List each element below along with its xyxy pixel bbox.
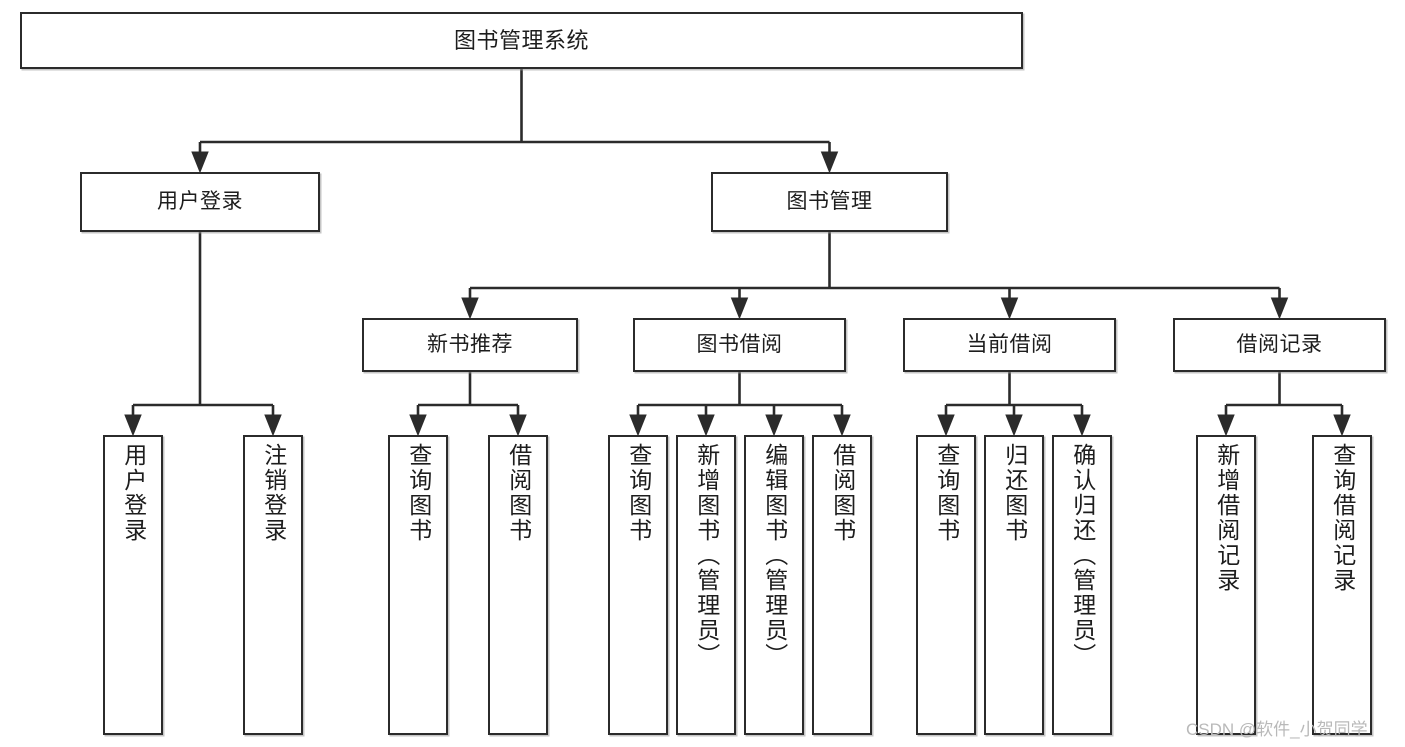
node-label: 用户登录 [120,443,147,543]
node-label: 当前借阅 [966,332,1053,356]
node-new-book-recommend[interactable]: 新书推荐 [362,318,578,372]
node-label: 归还图书 [1001,443,1028,543]
node-borrow-record[interactable]: 借阅记录 [1173,318,1386,372]
leaf-confirm-return[interactable]: 确认归还（管理员） [1052,435,1112,735]
node-user-login[interactable]: 用户登录 [80,172,320,232]
node-label: 借阅记录 [1236,332,1323,356]
node-label: 图书管理 [786,189,873,213]
node-label: 编辑图书（管理员） [761,443,788,668]
node-label: 新书推荐 [427,332,513,356]
node-label: 查询图书 [625,443,652,543]
leaf-borrow-book-2[interactable]: 借阅图书 [812,435,872,735]
leaf-borrow-book-1[interactable]: 借阅图书 [488,435,548,735]
leaf-add-book[interactable]: 新增图书（管理员） [676,435,736,735]
node-label: 注销登录 [260,443,287,543]
leaf-return-book[interactable]: 归还图书 [984,435,1044,735]
node-label: 用户登录 [157,189,243,213]
node-book-manage[interactable]: 图书管理 [711,172,948,232]
leaf-query-book-1[interactable]: 查询图书 [388,435,448,735]
watermark: CSDN @软件_小贺同学 [1186,720,1368,739]
node-label: 借阅图书 [829,443,856,543]
node-label: 图书借阅 [696,332,783,356]
node-label: 查询图书 [933,443,960,543]
leaf-user-logout[interactable]: 注销登录 [243,435,303,735]
leaf-edit-book[interactable]: 编辑图书（管理员） [744,435,804,735]
leaf-user-login[interactable]: 用户登录 [103,435,163,735]
leaf-add-borrow-record[interactable]: 新增借阅记录 [1196,435,1256,735]
node-label: 确认归还（管理员） [1069,443,1096,668]
node-label: 新增借阅记录 [1213,443,1240,593]
node-label: 查询图书 [405,443,432,543]
node-label: 查询借阅记录 [1329,443,1356,593]
leaf-query-borrow-record[interactable]: 查询借阅记录 [1312,435,1372,735]
node-book-borrow[interactable]: 图书借阅 [633,318,846,372]
leaf-query-book-2[interactable]: 查询图书 [608,435,668,735]
node-label: 图书管理系统 [453,27,589,53]
leaf-query-book-3[interactable]: 查询图书 [916,435,976,735]
node-label: 新增图书（管理员） [693,443,720,668]
node-label: 借阅图书 [505,443,532,543]
node-current-borrow[interactable]: 当前借阅 [903,318,1116,372]
node-root-system[interactable]: 图书管理系统 [20,12,1023,69]
